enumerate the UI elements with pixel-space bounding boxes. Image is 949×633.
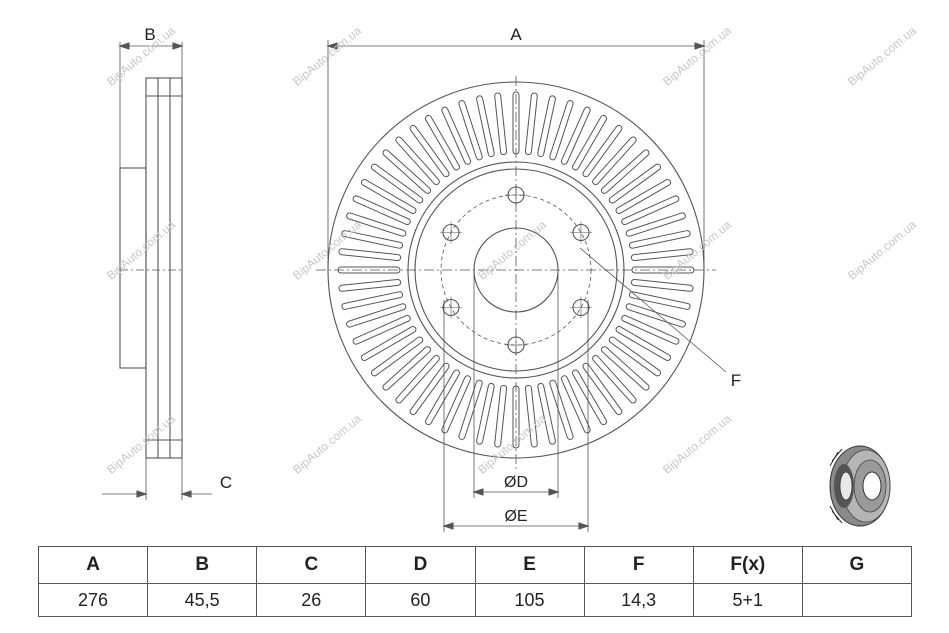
vent-slot bbox=[600, 346, 650, 391]
vent-slot bbox=[608, 336, 662, 377]
table-value-cell: 26 bbox=[256, 583, 367, 617]
vent-slot bbox=[458, 379, 483, 440]
vent-slot bbox=[572, 369, 607, 426]
vent-slot bbox=[621, 314, 680, 345]
table-value-cell: 5+1 bbox=[692, 583, 803, 617]
vent-slot bbox=[370, 336, 424, 377]
bolt-hole-crosshair bbox=[569, 221, 592, 244]
vent-slot bbox=[352, 314, 411, 345]
vent-slot bbox=[615, 325, 672, 361]
vent-slot bbox=[537, 382, 556, 445]
vent-slot bbox=[395, 136, 440, 186]
vent-slot bbox=[346, 303, 407, 328]
vent-slot bbox=[628, 230, 691, 249]
vent-slot bbox=[615, 179, 672, 214]
vent-slot bbox=[360, 179, 417, 214]
bolt-hole-crosshair bbox=[569, 296, 592, 319]
vent-slot bbox=[338, 278, 402, 292]
vent-slot bbox=[537, 95, 556, 158]
vent-slot bbox=[409, 362, 450, 416]
dimension-label-c: C bbox=[220, 473, 232, 492]
brake-disc-thumbnail bbox=[829, 445, 891, 527]
side-view bbox=[102, 42, 212, 500]
vent-slot bbox=[341, 230, 404, 249]
vent-slot bbox=[476, 382, 495, 445]
brake-disc-drawing: B C A ØD ØE F bbox=[102, 25, 891, 532]
dimension-label-d: ØD bbox=[504, 474, 528, 491]
table-value-cell: 60 bbox=[365, 583, 476, 617]
bolt-hole-crosshair bbox=[440, 221, 463, 244]
vent-slot bbox=[341, 291, 404, 310]
table-header-cell: D bbox=[365, 546, 476, 584]
vent-slot bbox=[582, 124, 623, 178]
dimension-label-f: F bbox=[731, 371, 741, 390]
vent-slot bbox=[360, 326, 417, 361]
vent-slot bbox=[560, 106, 591, 165]
vent-slot bbox=[524, 384, 538, 448]
vent-slot bbox=[592, 354, 637, 404]
table-header-row: A B C D E F F(x) G bbox=[37, 546, 913, 584]
vent-slot bbox=[549, 100, 574, 161]
table-header-cell: F bbox=[583, 546, 694, 584]
table-header-cell: G bbox=[801, 546, 913, 584]
table-header-cell: A bbox=[37, 546, 149, 584]
vent-slot bbox=[409, 124, 450, 178]
vent-slot bbox=[370, 163, 424, 204]
vent-slot bbox=[424, 114, 460, 171]
vent-slot bbox=[382, 149, 432, 194]
table-value-cell: 276 bbox=[37, 583, 149, 617]
vent-slot bbox=[524, 92, 538, 156]
vent-slot bbox=[608, 163, 662, 204]
table-value-cell: 14,3 bbox=[583, 583, 694, 617]
vent-slot bbox=[600, 149, 650, 194]
vent-slot bbox=[560, 375, 591, 434]
vent-slot bbox=[425, 369, 460, 426]
vent-slot bbox=[625, 303, 686, 328]
vent-slot bbox=[494, 384, 508, 448]
vent-slot bbox=[621, 195, 680, 226]
table-value-cell: 45,5 bbox=[147, 583, 258, 617]
vent-slot bbox=[476, 95, 495, 158]
vent-slot bbox=[582, 362, 623, 416]
vent-slot bbox=[441, 106, 472, 165]
vent-slot bbox=[572, 114, 607, 171]
vent-slot bbox=[346, 212, 407, 237]
table-value-cell bbox=[801, 583, 913, 617]
table-row: 276 45,5 26 60 105 14,3 5+1 bbox=[37, 583, 913, 617]
vent-slot bbox=[395, 354, 440, 404]
vent-slot bbox=[630, 278, 694, 292]
dimension-label-a: A bbox=[510, 25, 522, 44]
vent-slot bbox=[441, 375, 472, 434]
vent-slot bbox=[352, 195, 411, 226]
vent-slot bbox=[625, 212, 686, 237]
vent-slot bbox=[494, 92, 508, 156]
vent-slot bbox=[630, 248, 694, 262]
vent-slot bbox=[592, 136, 637, 186]
bolt-hole-crosshair bbox=[440, 296, 463, 319]
table-header-cell: F(x) bbox=[692, 546, 803, 584]
specification-table: A B C D E F F(x) G 276 45,5 26 60 105 14… bbox=[37, 546, 913, 617]
table-header-cell: C bbox=[256, 546, 367, 584]
vent-slot bbox=[382, 346, 432, 391]
table-header-cell: B bbox=[147, 546, 258, 584]
table-value-cell: 105 bbox=[474, 583, 585, 617]
front-view bbox=[316, 40, 727, 532]
vent-slot bbox=[338, 248, 402, 262]
dimension-label-e: ØE bbox=[504, 508, 527, 525]
vent-slot bbox=[549, 379, 574, 440]
vent-slot bbox=[458, 100, 483, 161]
dimension-label-b: B bbox=[144, 25, 155, 44]
table-header-cell: E bbox=[474, 546, 585, 584]
vent-slot bbox=[628, 291, 691, 310]
